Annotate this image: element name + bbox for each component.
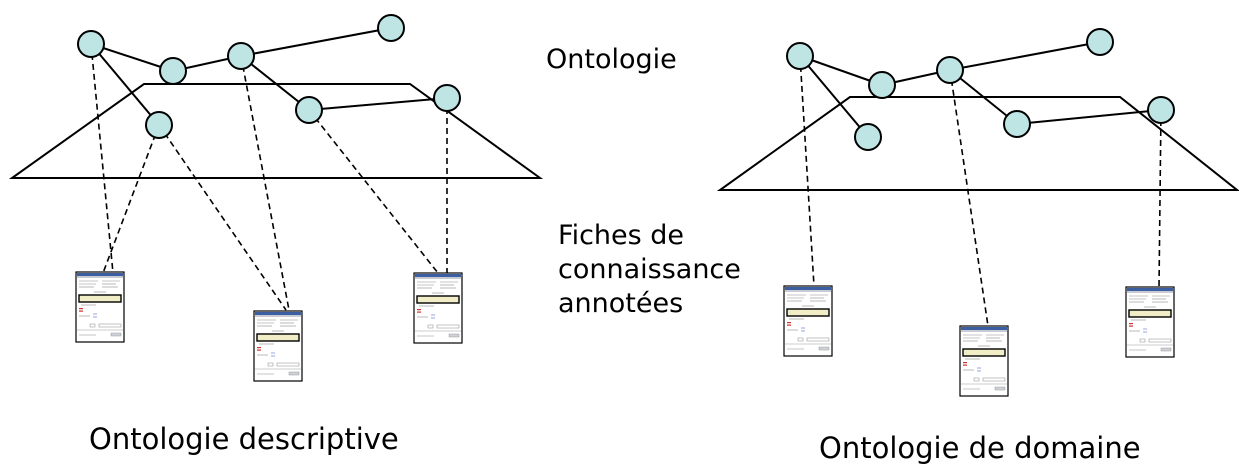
cards-label-line-2: connaissance	[558, 254, 741, 285]
ontology-plane	[8, 83, 544, 179]
knowledge-card-thumbnail	[1125, 286, 1175, 358]
ontology-nodes	[77, 14, 461, 139]
concept-node	[868, 71, 896, 99]
ontology-label: Ontologie	[546, 44, 677, 75]
concept-node	[1147, 96, 1175, 124]
dashed-links	[90, 43, 448, 311]
knowledge-card-thumbnail	[959, 325, 1009, 397]
concept-node	[77, 30, 105, 58]
left-diagram	[8, 14, 544, 382]
caption-domain-ontology: Ontologie de domaine	[819, 431, 1141, 465]
concept-node	[936, 56, 964, 84]
cards-label-line-3: annotées	[558, 288, 684, 319]
concept-node	[1086, 28, 1114, 56]
annotated-cards-label: Fiches de connaissance annotées	[558, 219, 741, 321]
caption-descriptive-ontology: Ontologie descriptive	[89, 422, 399, 456]
concept-node	[854, 123, 882, 151]
concept-node	[1003, 110, 1031, 138]
concept-node	[159, 57, 187, 85]
concept-node	[295, 96, 323, 124]
knowledge-card-thumbnail	[75, 271, 125, 343]
ontology-nodes	[786, 28, 1175, 151]
concept-node	[377, 14, 405, 42]
concept-node	[786, 42, 814, 70]
ontology-edges	[90, 27, 448, 126]
cards-label-line-1: Fiches de	[558, 220, 685, 251]
dashed-links	[799, 55, 1162, 327]
concept-node	[145, 111, 173, 139]
concept-node	[227, 42, 255, 70]
ontology-edges	[799, 41, 1162, 138]
knowledge-card-thumbnail	[413, 272, 463, 344]
concept-node	[433, 84, 461, 112]
knowledge-card-thumbnail	[253, 310, 303, 382]
ontology-plane	[716, 96, 1239, 191]
right-diagram	[716, 28, 1239, 397]
knowledge-card-thumbnail	[783, 285, 833, 357]
